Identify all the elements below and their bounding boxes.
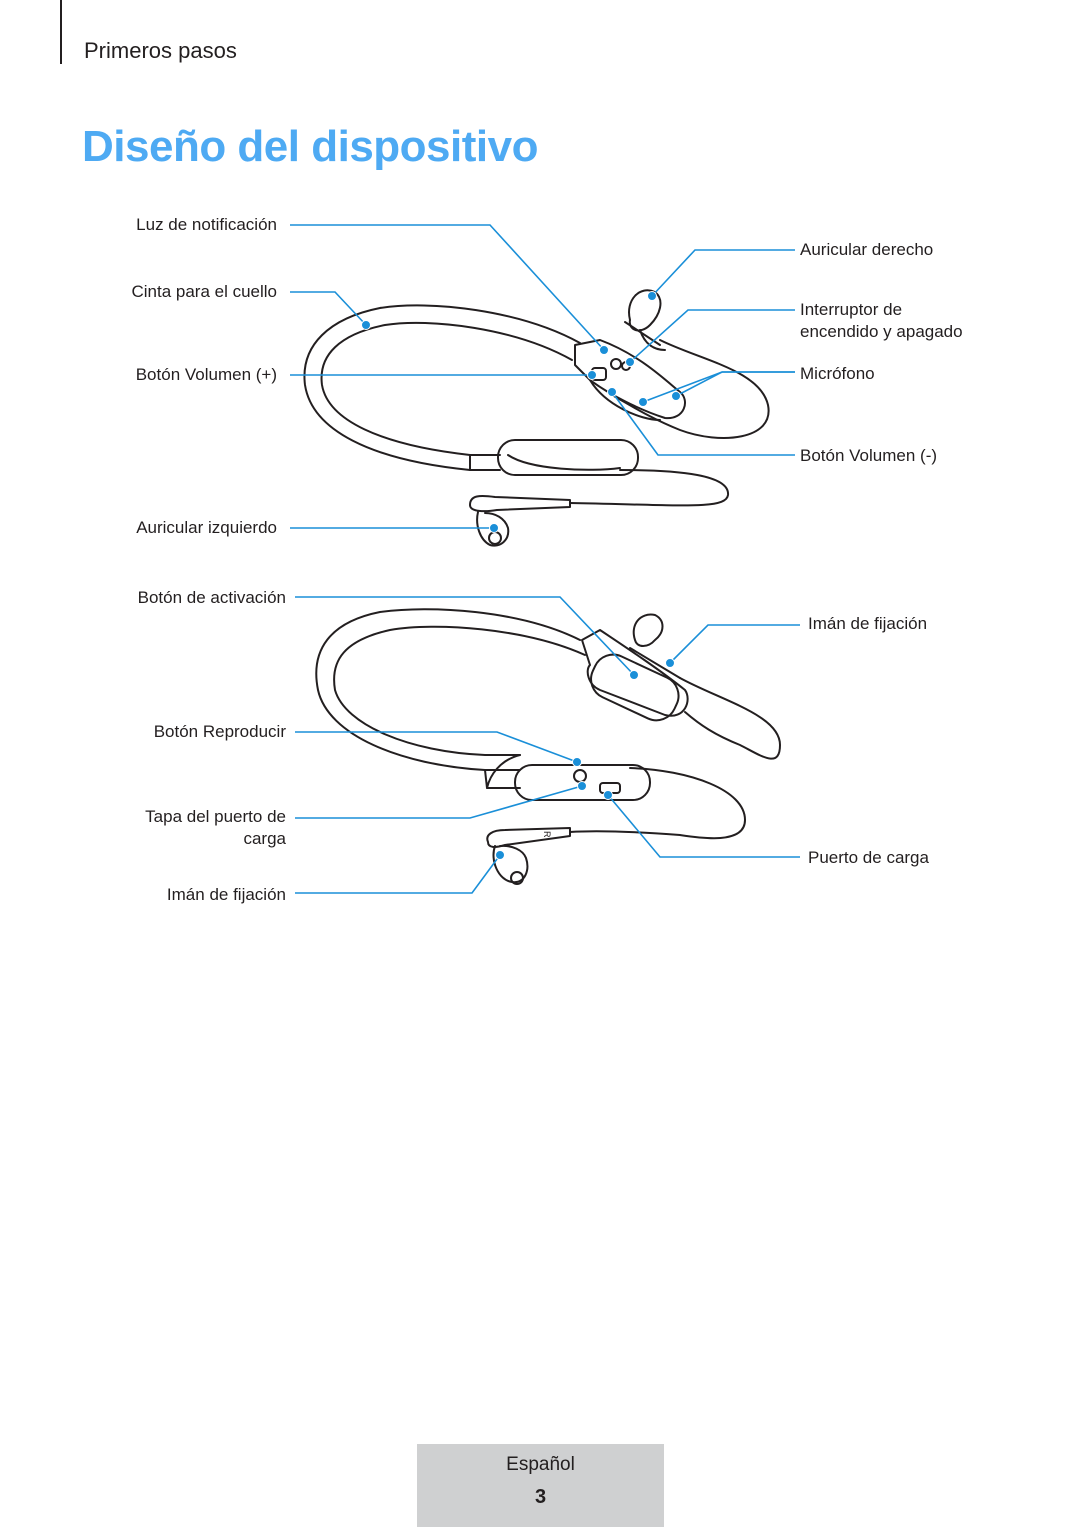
label-auricular-izquierdo: Auricular izquierdo xyxy=(136,518,277,537)
page-number: 3 xyxy=(534,1486,547,1508)
label-boton-volumen-mas: Botón Volumen (+) xyxy=(135,365,277,384)
label-puerto-carga: Puerto de carga xyxy=(808,848,929,867)
label-tapa-puerto-2: carga xyxy=(243,829,286,848)
label-interruptor: Interruptor de xyxy=(800,300,903,319)
label-iman-fijacion-izquierda: Imán de fijación xyxy=(166,885,286,904)
page-title: Diseño del dispositivo xyxy=(82,122,538,171)
earbud-r-mark: R xyxy=(542,831,552,838)
label-auricular-derecho: Auricular derecho xyxy=(800,240,934,259)
callout-dots xyxy=(361,291,681,860)
footer-language: Español xyxy=(506,1454,575,1475)
label-boton-volumen-menos: Botón Volumen (-) xyxy=(800,446,938,465)
label-cinta-cuello: Cinta para el cuello xyxy=(131,282,277,301)
headset-bottom-view: R xyxy=(315,608,781,885)
header-rule xyxy=(60,0,62,64)
label-boton-reproducir: Botón Reproducir xyxy=(153,722,286,741)
headset-top-view xyxy=(303,289,770,547)
label-boton-activacion: Botón de activación xyxy=(137,588,286,607)
section-title: Primeros pasos xyxy=(84,38,237,63)
label-luz-notificacion: Luz de notificación xyxy=(136,215,277,234)
label-tapa-puerto: Tapa del puerto de xyxy=(145,807,286,826)
footer-tab: Español 3 xyxy=(417,1444,664,1527)
label-iman-fijacion-derecha: Imán de fijación xyxy=(808,614,928,633)
callout-lines xyxy=(290,224,800,894)
label-microfono: Micrófono xyxy=(800,364,875,383)
label-interruptor-2: encendido y apagado xyxy=(800,322,963,341)
